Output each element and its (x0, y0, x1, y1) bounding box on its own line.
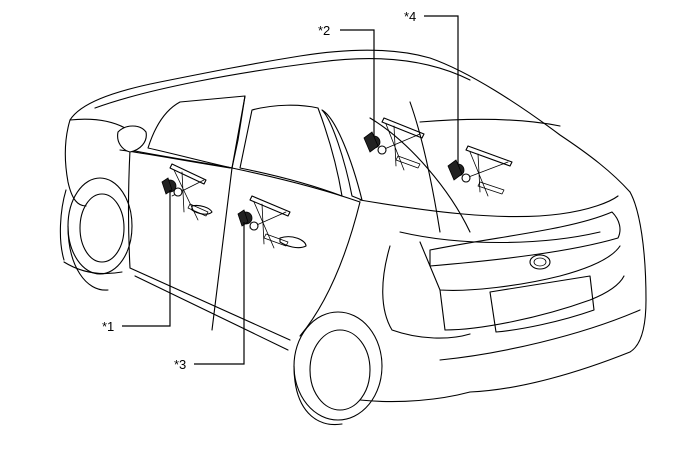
regulator-front-left (161, 163, 209, 221)
rear-wheel (293, 311, 383, 426)
greenhouse (117, 95, 363, 337)
car-body (59, 49, 647, 403)
callout-label-3: *3 (174, 357, 186, 372)
leader-line-2 (340, 29, 375, 136)
leader-line-1 (122, 190, 171, 327)
leader-lines (122, 15, 459, 365)
rear-hatch (359, 101, 625, 339)
leader-line-3 (194, 222, 245, 365)
callout-label-2: *2 (318, 23, 330, 38)
callout-label-4: *4 (404, 9, 416, 24)
leader-line-4 (424, 15, 459, 164)
callout-label-1: *1 (102, 319, 114, 334)
regulator-front-right (363, 117, 425, 171)
callout-labels: *1 *2 *3 *4 (102, 9, 416, 372)
regulator-rear-left (237, 195, 291, 249)
regulator-rear-right (447, 145, 513, 197)
front-wheel (67, 177, 133, 291)
